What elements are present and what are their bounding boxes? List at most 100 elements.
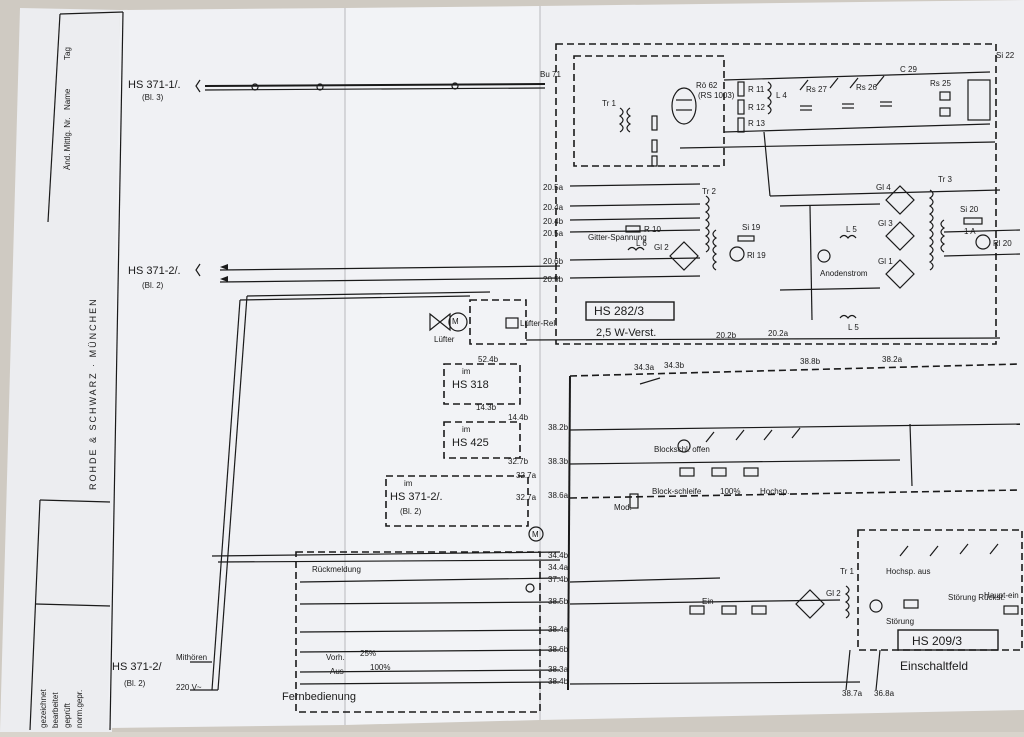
tr1b-label: Tr 1	[840, 567, 854, 576]
term-20-2a: 20.2a	[768, 329, 789, 338]
vorh-label: Vorh.	[326, 653, 345, 662]
pct25-label: 25%	[360, 649, 376, 658]
vendor-label: ROHDE & SCHWARZ · MÜNCHEN	[88, 297, 98, 490]
luefter-rel-label: Lüfter-Rel.	[520, 319, 557, 328]
input-hs371-2-sub: (Bl. 2)	[142, 281, 164, 290]
r13-label: R 13	[748, 119, 765, 128]
v220-label: 220 V~	[176, 683, 202, 692]
mithoeren-label: Mithören	[176, 653, 207, 662]
term-38-6a: 38.6a	[548, 491, 569, 500]
bu71-label: Bu 71	[540, 70, 561, 79]
input-hs371-2b: HS 371-2/	[112, 661, 162, 673]
term-38-3b: 38.3b	[548, 457, 569, 466]
titleblock-tag: Tag	[63, 47, 72, 60]
si20-label: Si 20	[960, 205, 979, 214]
term-14-3b: 14.4b	[508, 413, 529, 422]
titleblock-name: Name	[63, 88, 72, 110]
r12-label: R 12	[748, 103, 765, 112]
hs318-prefix: im	[462, 367, 471, 376]
titleblock-bearbeitet: bearbeitet	[51, 692, 60, 728]
titleblock-geprueft: geprüft	[63, 702, 72, 728]
anoden-label: Anodenstrom	[820, 269, 868, 278]
rl19-label: Rl 19	[747, 251, 766, 260]
svg-text:M: M	[452, 317, 459, 326]
rs27-label: Rs 27	[806, 85, 827, 94]
stoerung-label: Störung	[886, 617, 914, 626]
input-hs371-1: HS 371-1/.	[128, 79, 181, 91]
r11-label: R 11	[748, 85, 765, 94]
l2-label: L 4	[776, 91, 787, 100]
rs25-label: Rs 25	[930, 79, 951, 88]
hs371-title: HS 371-2/.	[390, 491, 443, 503]
term-34-3a: 34.3a	[634, 363, 655, 372]
titleblock-aend: Änd. Mittlg. Nr.	[63, 118, 72, 170]
pct100b-label: 100%	[370, 663, 390, 672]
term-38-2a: 38.2a	[882, 355, 903, 364]
hauptein-label: Haupt-ein	[984, 591, 1019, 600]
input-hs371-1-sub: (Bl. 3)	[142, 93, 164, 102]
rl20-label: Rl 20	[993, 239, 1012, 248]
gl4-label: Gl 4	[876, 183, 891, 192]
amp-subtitle: 2,5 W-Verst.	[596, 327, 656, 339]
titleblock-gezeichnet: gezeichnet	[39, 689, 48, 728]
term-20-2b: 20.2b	[716, 331, 737, 340]
pct100-label: 100%	[720, 487, 740, 496]
term-20-4b: 20.4b	[543, 217, 564, 226]
si22-label: Si 22	[996, 51, 1015, 60]
gl1b-label: Gl 2	[826, 589, 841, 598]
panel-title: HS 209/3	[912, 634, 962, 648]
luefter-label: Lüfter	[434, 335, 455, 344]
term-32-7a: 32.7a	[516, 493, 537, 502]
term-34-3b: 34.3b	[664, 361, 685, 370]
term-52-4b: 14.3b	[476, 403, 497, 412]
rs26-label: Rs 26	[856, 83, 877, 92]
term-34-4b: 34.4b	[548, 551, 569, 560]
stoerung-rueckst-label: Störung Rückst.	[948, 593, 1005, 602]
gitter-label: Gitter-Spannung	[588, 233, 647, 242]
mod-label: Mod.	[614, 503, 632, 512]
panel-subtitle: Einschaltfeld	[900, 659, 968, 673]
tr1-label: Tr 1	[602, 99, 616, 108]
titleblock-norm: norm.gepr.	[75, 690, 84, 728]
gl1-label: Gl 2	[654, 243, 669, 252]
hs371-sub: (Bl. 2)	[400, 507, 422, 516]
blockschleife-label: Block-schleife	[652, 487, 702, 496]
l4-label: L 5	[846, 225, 857, 234]
ein-label: Ein	[702, 597, 714, 606]
c29-label: C 29	[900, 65, 917, 74]
term-37-4b: 37.4b	[548, 575, 569, 584]
fernbedienung-label: Fernbedienung	[282, 691, 356, 703]
term-38-2b: 38.2b	[548, 423, 569, 432]
tube-label: Rö 62	[696, 81, 718, 90]
term-52-3b: 52.4b	[478, 355, 499, 364]
term-20-5a: 20.5a	[543, 183, 564, 192]
hs425-prefix: im	[462, 425, 471, 434]
rueckmeldung-label: Rückmeldung	[312, 565, 361, 574]
tube-type: (RS 1003)	[698, 91, 735, 100]
blockschl-offen: Blockschl. offen	[654, 445, 710, 454]
tr3-label: Tr 3	[938, 175, 952, 184]
tr2-label: Tr 2	[702, 187, 716, 196]
m-marker: M	[532, 530, 539, 539]
l5-label: L 5	[848, 323, 859, 332]
l6-label: L 6	[636, 239, 647, 248]
term-38-8b: 38.8b	[800, 357, 821, 366]
hs371-prefix: im	[404, 479, 413, 488]
term-34-4a: 34.4a	[548, 563, 569, 572]
term-36-8a: 36.8a	[874, 689, 895, 698]
term-14-4b: 32.7b	[508, 457, 529, 466]
gl2-label: Gl 1	[878, 257, 893, 266]
si19-label: Si 19	[742, 223, 761, 232]
hs318-title: HS 318	[452, 379, 489, 391]
term-20-5b: 20.5b	[543, 275, 564, 284]
term-20-6b: 20.6b	[543, 257, 564, 266]
amp-title: HS 282/3	[594, 304, 644, 318]
hochsp-label: Hochsp.	[760, 487, 789, 496]
term-32-7b: 32.7a	[516, 471, 537, 480]
input-hs371-2b-sub: (Bl. 2)	[124, 679, 146, 688]
input-hs371-2: HS 371-2/.	[128, 265, 181, 277]
hochsp-aus-label: Hochsp. aus	[886, 567, 930, 576]
r10-label: R 10	[644, 225, 661, 234]
